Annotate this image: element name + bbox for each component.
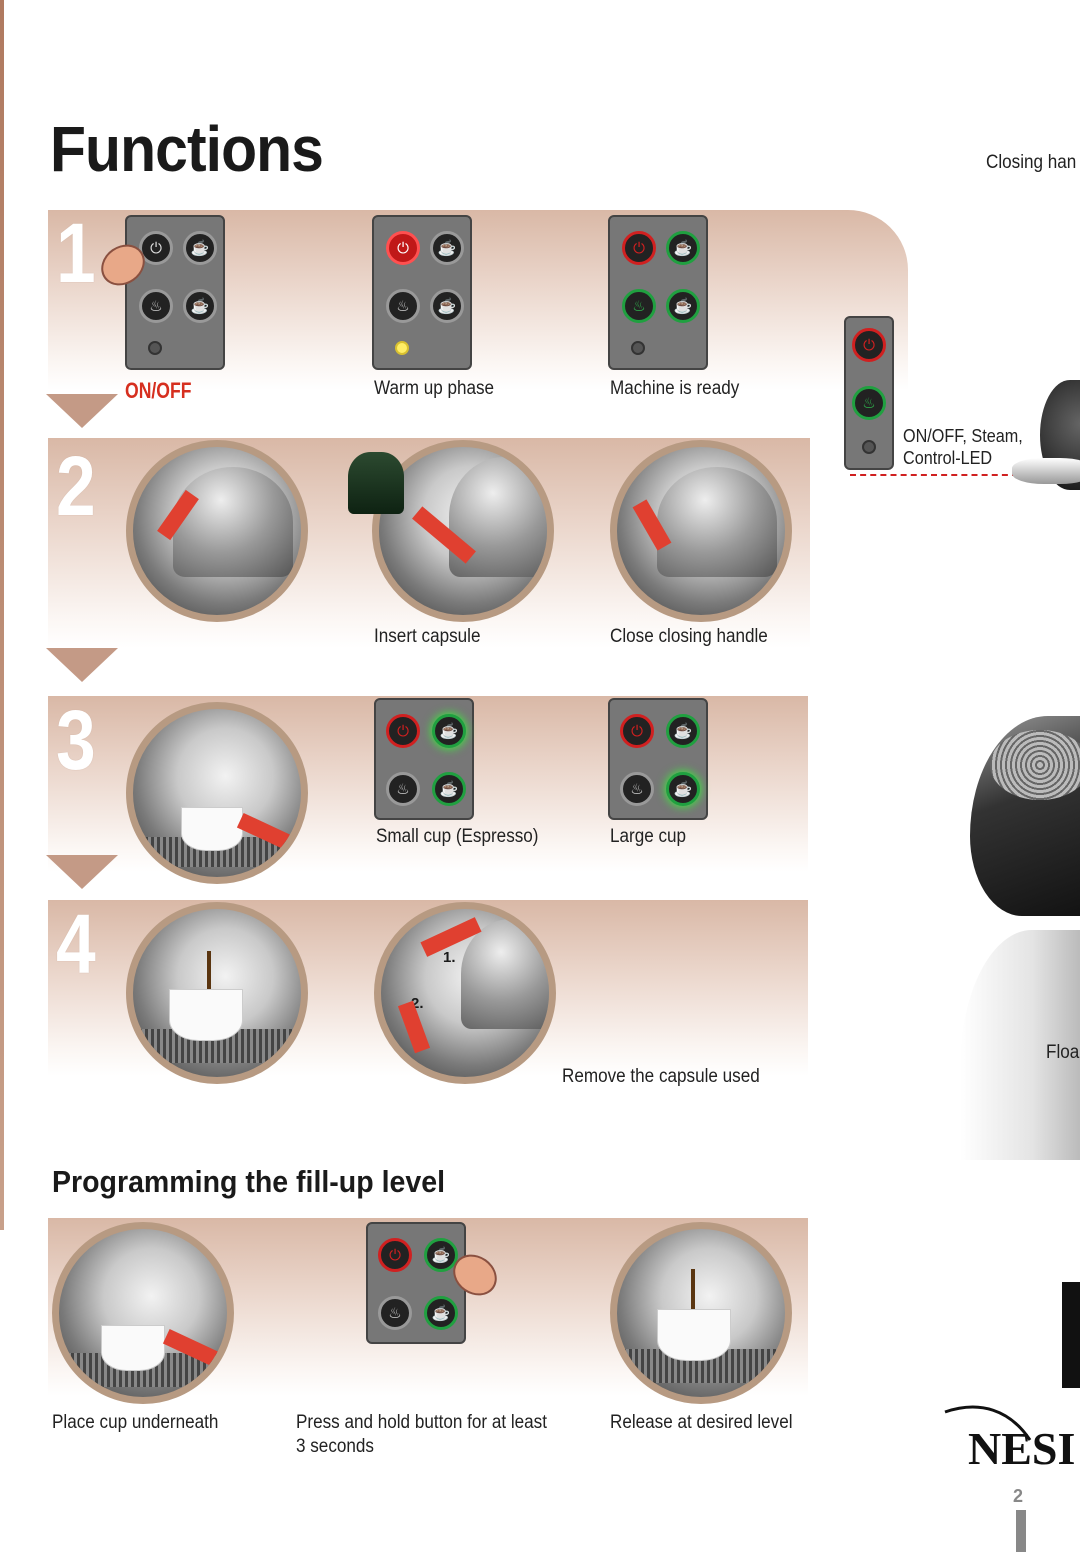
- svg-text:NESI: NESI: [968, 1423, 1075, 1474]
- cup-image: [101, 1325, 165, 1371]
- cup-image: [657, 1309, 731, 1361]
- step4-number: 4: [56, 897, 96, 991]
- steam-icon: ♨: [139, 289, 173, 323]
- machine-dome-image: [173, 467, 293, 577]
- espresso-cup-icon: ☕: [432, 714, 466, 748]
- control-led: [148, 341, 162, 355]
- steam-icon: ♨: [620, 772, 654, 806]
- left-edge-bar: [0, 0, 4, 1230]
- steam-icon: ♨: [852, 386, 886, 420]
- remove-capsule-caption: Remove the capsule used: [562, 1066, 760, 1087]
- arrow-down-icon: [46, 855, 118, 889]
- on-off-label: ON/OFF: [125, 378, 192, 403]
- arrow-down-icon: [46, 648, 118, 682]
- step2-number: 2: [56, 439, 96, 533]
- coffee-pouring-image: [126, 902, 308, 1084]
- pointer-line: [850, 474, 1018, 476]
- power-icon: ⏻: [378, 1238, 412, 1272]
- large-cup-caption: Large cup: [610, 826, 687, 847]
- cup-image: [169, 989, 243, 1041]
- closing-handle-label: Closing han: [986, 152, 1077, 173]
- espresso-cup-icon: ☕: [666, 231, 700, 265]
- machine-handle-image: [1012, 458, 1080, 484]
- control-panel-off: ⏻ ☕ ♨ ☕: [125, 215, 225, 370]
- large-cup-icon: ☕: [666, 289, 700, 323]
- step3-number: 3: [56, 693, 96, 787]
- cup-image: [181, 807, 243, 851]
- steam-icon: ♨: [622, 289, 656, 323]
- led-label-line1: ON/OFF, Steam,: [903, 426, 1023, 446]
- control-panel-program: ⏻ ☕ ♨ ☕: [366, 1222, 466, 1344]
- large-cup-icon: ☕: [430, 289, 464, 323]
- capsule-icon: [348, 452, 404, 514]
- control-led: [395, 341, 409, 355]
- espresso-cup-icon: ☕: [430, 231, 464, 265]
- power-icon: ⏻: [386, 231, 420, 265]
- arrow-down-icon: [46, 394, 118, 428]
- power-icon: ⏻: [386, 714, 420, 748]
- espresso-cup-icon: ☕: [666, 714, 700, 748]
- page-number: 2: [1013, 1486, 1024, 1506]
- cup-placement-image: [126, 702, 308, 884]
- insert-capsule-image: [372, 440, 554, 622]
- page-marker: [1016, 1510, 1026, 1552]
- close-handle-image: [610, 440, 792, 622]
- warm-up-caption: Warm up phase: [374, 378, 495, 399]
- steam-icon: ♨: [386, 289, 420, 323]
- drip-grid-image: [990, 730, 1080, 800]
- control-led: [862, 440, 876, 454]
- programming-title: Programming the fill-up level: [52, 1164, 446, 1199]
- nespresso-logo: NESI: [940, 1400, 1080, 1478]
- step-label-1: 1.: [443, 949, 456, 966]
- machine-dome-image: [657, 467, 777, 577]
- control-panel-ready: ⏻ ☕ ♨ ☕: [608, 215, 708, 370]
- insert-capsule-caption: Insert capsule: [374, 626, 481, 647]
- control-panel-small-cup: ⏻ ☕ ♨ ☕: [374, 698, 474, 820]
- machine-ready-caption: Machine is ready: [610, 378, 740, 399]
- steam-icon: ♨: [386, 772, 420, 806]
- release-level-image: [610, 1222, 792, 1404]
- control-panel-large-cup: ⏻ ☕ ♨ ☕: [608, 698, 708, 820]
- power-icon: ⏻: [620, 714, 654, 748]
- coffee-stream-image: [691, 1269, 695, 1329]
- black-tab: [1062, 1282, 1080, 1388]
- open-handle-image: [126, 440, 308, 622]
- power-icon: ⏻: [622, 231, 656, 265]
- press-hold-caption-line1: Press and hold button for at least: [296, 1412, 547, 1433]
- press-hold-caption-line2: 3 seconds: [296, 1436, 374, 1457]
- machine-dome-image: [461, 919, 549, 1029]
- close-handle-caption: Close closing handle: [610, 626, 768, 647]
- remove-capsule-image: 1. 2.: [374, 902, 556, 1084]
- step1-number: 1: [56, 206, 96, 300]
- arrow-down-icon: [397, 1000, 431, 1054]
- page-title: Functions: [50, 113, 324, 185]
- espresso-cup-icon: ☕: [183, 231, 217, 265]
- led-label-line2: Control-LED: [903, 448, 993, 468]
- coffee-stream-image: [207, 951, 211, 1011]
- side-control-panel: ⏻ ♨: [844, 316, 894, 470]
- small-cup-caption: Small cup (Espresso): [376, 826, 539, 847]
- large-cup-icon: ☕: [424, 1296, 458, 1330]
- large-cup-icon: ☕: [666, 772, 700, 806]
- place-cup-caption: Place cup underneath: [52, 1412, 219, 1433]
- control-led: [631, 341, 645, 355]
- place-cup-image: [52, 1222, 234, 1404]
- large-cup-icon: ☕: [432, 772, 466, 806]
- power-icon: ⏻: [852, 328, 886, 362]
- release-level-caption: Release at desired level: [610, 1412, 793, 1433]
- steam-icon: ♨: [378, 1296, 412, 1330]
- control-panel-warmup: ⏻ ☕ ♨ ☕: [372, 215, 472, 370]
- large-cup-icon: ☕: [183, 289, 217, 323]
- floating-label: Floa: [1046, 1042, 1080, 1063]
- espresso-cup-icon: ☕: [424, 1238, 458, 1272]
